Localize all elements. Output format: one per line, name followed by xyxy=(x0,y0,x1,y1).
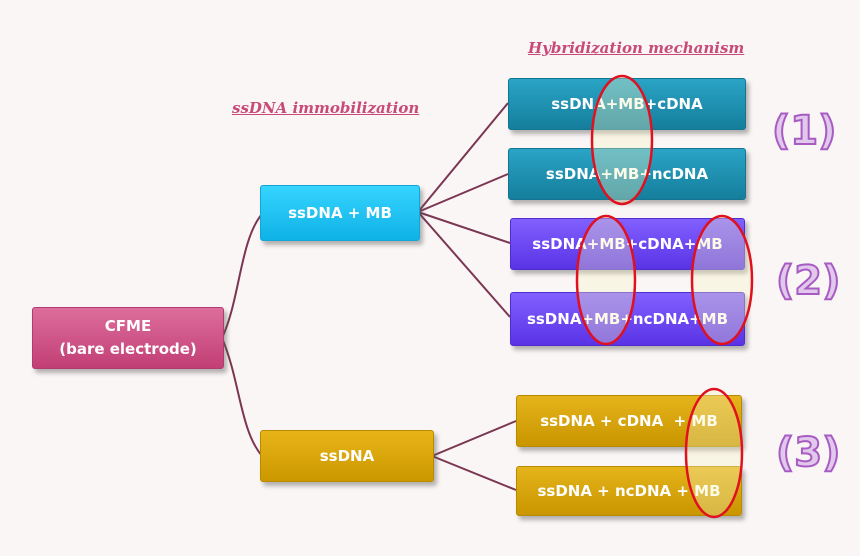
connector-root-to-ssdna-mb xyxy=(221,213,263,339)
connector-root-to-ssdna xyxy=(221,337,263,457)
heading-hybridization-mechanism: Hybridization mechanism xyxy=(528,39,745,57)
node-ssdna-mb-label: ssDNA + MB xyxy=(288,204,392,222)
node-g3-ncdna-label: ssDNA + ncDNA + MB xyxy=(537,482,721,500)
connector-ssdna-to-g3b xyxy=(431,455,517,491)
connector-ssdna-to-g3a xyxy=(431,420,517,457)
highlight-ring-g2-first-mb xyxy=(575,214,637,346)
group-label-3: (3) xyxy=(775,429,841,477)
node-g1-cdna-label: ssDNA+MB+cDNA xyxy=(551,95,703,113)
node-g3-cdna-label: ssDNA + cDNA + MB xyxy=(540,412,718,430)
node-g3-ncdna: ssDNA + ncDNA + MB xyxy=(516,466,742,516)
node-g1-cdna: ssDNA+MB+cDNA xyxy=(508,78,746,130)
highlight-ring-g2-second-mb xyxy=(690,214,754,346)
node-g1-ncdna: ssDNA+MB+ncDNA xyxy=(508,148,746,200)
group-label-1: (1) xyxy=(771,107,837,155)
node-g2-ncdna: ssDNA+MB+ncDNA+MB xyxy=(510,292,745,346)
node-g3-cdna: ssDNA + cDNA + MB xyxy=(516,395,742,447)
node-cfme-line2: (bare electrode) xyxy=(59,340,197,358)
connector-mb-to-g1b xyxy=(417,173,509,213)
connector-mb-to-g1a xyxy=(417,102,509,213)
connector-mb-to-g2b xyxy=(417,211,511,318)
node-ssdna-label: ssDNA xyxy=(319,447,375,465)
node-g1-ncdna-label: ssDNA+MB+ncDNA xyxy=(545,165,709,183)
node-ssdna-mb: ssDNA + MB xyxy=(260,185,420,241)
node-cfme-line1: CFME xyxy=(104,317,152,335)
node-g2-ncdna-label: ssDNA+MB+ncDNA+MB xyxy=(526,310,729,328)
node-cfme-bare-electrode: CFME (bare electrode) xyxy=(32,307,224,369)
highlight-ring-g1-mb xyxy=(590,74,654,206)
connector-mb-to-g2a xyxy=(417,211,511,244)
group-label-2: (2) xyxy=(775,257,841,305)
highlight-ring-g3-mb xyxy=(684,387,744,519)
heading-ssdna-immobilization: ssDNA immobilization xyxy=(232,99,420,117)
node-ssdna: ssDNA xyxy=(260,430,434,482)
